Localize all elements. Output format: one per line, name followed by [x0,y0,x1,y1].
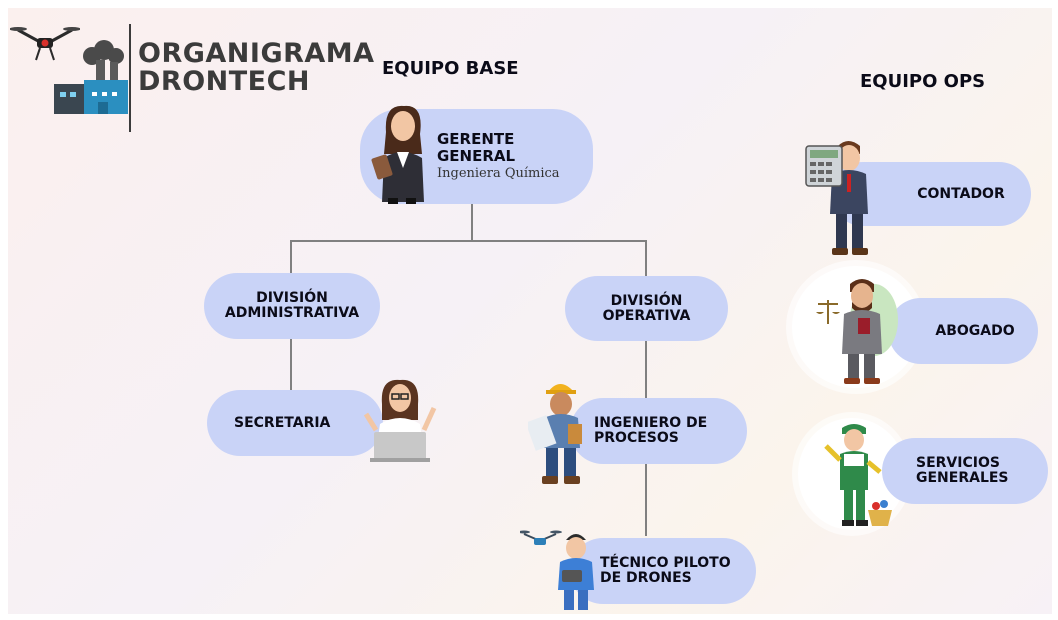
connector-horizontal [290,240,647,242]
lawyer-icon [816,279,898,384]
node-abogado: ABOGADO [888,298,1038,364]
heading-equipo-ops: EQUIPO OPS [860,71,986,92]
div-admin-line1: DIVISIÓN [256,290,328,306]
div-op-line1: DIVISIÓN [610,292,683,309]
logo-title-line2: DRONTECH [138,66,311,97]
connector-gerente-down [471,204,473,241]
logo-title: ORGANIGRAMA DRONTECH [138,40,375,96]
connector-ingeniero-tecnico [645,464,647,536]
node-division-operativa: DIVISIÓN OPERATIVA [565,276,728,341]
connector-to-admin [290,240,292,274]
ingeniero-line2: PROCESOS [594,430,679,446]
gerente-title-line1: GERENTE [437,129,515,148]
org-chart-canvas: ORGANIGRAMA DRONTECH EQUIPO BASE EQUIPO … [8,8,1052,614]
gerente-subtitle: Ingeniera Química [437,165,560,181]
secretaria-label: SECRETARIA [234,414,331,431]
factory-icon [54,40,128,114]
node-tecnico-piloto: TÉCNICO PILOTO DE DRONES [570,538,756,604]
drone-icon [10,27,80,61]
div-admin-line2: ADMINISTRATIVA [224,305,360,321]
logo-title-line1: ORGANIGRAMA [138,38,375,69]
tecnico-line1: TÉCNICO PILOTO [600,555,731,571]
secretary-woman-icon [363,379,437,462]
connector-to-operativa [645,240,647,276]
servicios-line1: SERVICIOS [916,455,1000,471]
servicios-line2: GENERALES [916,470,1009,486]
div-op-line2: OPERATIVA [602,307,691,324]
node-ingeniero-procesos: INGENIERO DE PROCESOS [570,398,747,464]
contador-label: CONTADOR [917,185,1005,202]
node-division-administrativa: DIVISIÓN ADMINISTRATIVA [204,273,380,339]
drone-pilot-icon [520,530,594,610]
accountant-icon [805,141,868,255]
cleaner-icon [824,424,892,526]
node-secretaria: SECRETARIA [207,390,383,456]
connector-admin-secretaria [290,338,292,390]
engineer-icon [528,384,582,484]
node-servicios-generales: SERVICIOS GENERALES [882,438,1048,504]
abogado-label: ABOGADO [935,322,1015,339]
heading-equipo-base: EQUIPO BASE [382,58,519,79]
logo-divider [129,24,131,132]
manager-woman-icon [371,105,424,204]
connector-operativa-ingeniero [645,341,647,399]
ingeniero-line1: INGENIERO DE [594,415,708,431]
gerente-title-line2: GENERAL [437,146,516,165]
tecnico-line2: DE DRONES [600,570,692,586]
